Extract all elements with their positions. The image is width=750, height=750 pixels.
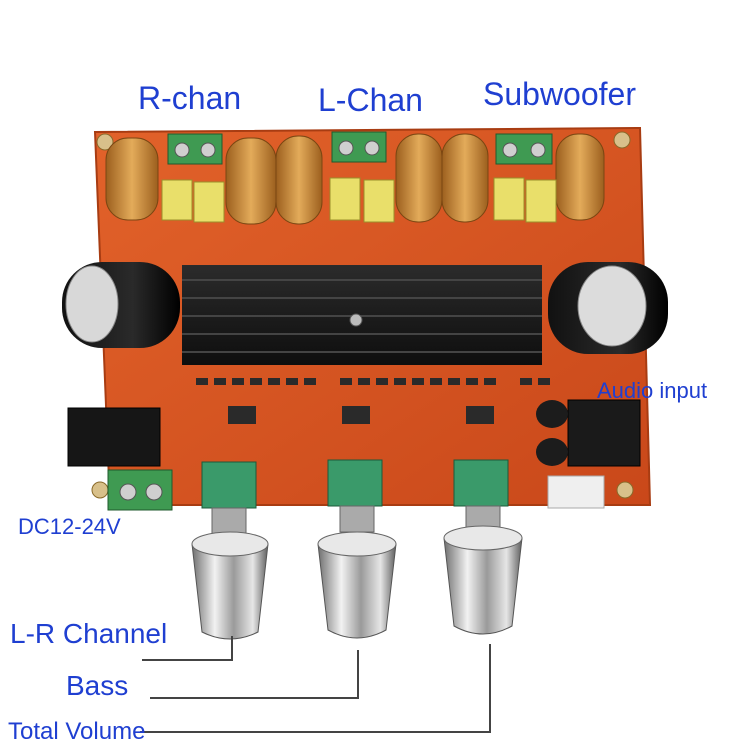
heatsink [182,265,542,365]
speaker-terminals [167,131,553,165]
label-l-chan: L-Chan [318,82,423,118]
label-total-volume: Total Volume [8,718,146,745]
knob-lr-channel [191,507,269,640]
label-audio-input: Audio input [597,378,708,403]
mount-hole [91,481,109,499]
label-subwoofer: Subwoofer [483,76,636,112]
smd-components [196,378,550,424]
leader-line-lr-channel [142,636,233,661]
dc-power-jack [67,407,161,467]
mount-hole [96,133,114,151]
potentiometer-bases [201,459,509,509]
audio-input-jack [567,399,641,467]
dc-power-terminal [107,469,173,511]
small-capacitor [536,400,568,428]
small-capacitor [536,438,568,466]
mount-hole [616,481,634,499]
knob-total-volume [443,505,523,635]
electrolytic-capacitor-right [548,262,668,354]
mount-hole [613,131,631,149]
leader-line-total-volume [140,644,491,733]
label-r-chan: R-chan [138,80,242,116]
label-dc-input: DC12-24V [18,514,121,539]
inductor-coils [105,133,605,225]
knob-bass [317,505,397,639]
input-header [547,475,605,509]
leader-line-bass [150,650,359,699]
label-lr-channel: L-R Channel [10,618,168,649]
film-capacitors [161,177,557,223]
label-bass: Bass [66,670,129,701]
electrolytic-capacitor-left [62,262,180,348]
